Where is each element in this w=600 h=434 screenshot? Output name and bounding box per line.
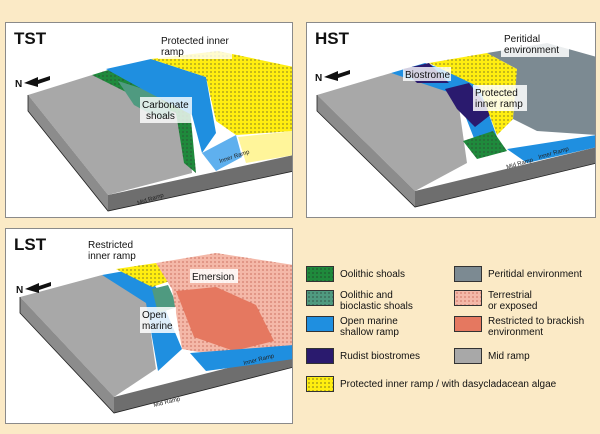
mid-ramp-zone [317,73,467,191]
legend-item-protected: Protected inner ramp / with dasycladacea… [306,376,556,392]
legend-swatch [454,290,482,306]
legend-label: Restricted to brackish environment [488,316,585,338]
legend-item-peritidal: Peritidal environment [454,266,582,282]
legend-item-open-marine: Open marine shallow ramp [306,316,399,338]
legend-item-terrestrial: Terrestrial or exposed [454,290,537,312]
legend-item-oolithic: Oolithic shoals [306,266,405,282]
panel-title: LST [14,235,47,254]
legend-swatch [306,266,334,282]
bioclastic-shoals-zone [152,285,178,313]
legend-label: Protected inner ramp / with dasycladacea… [340,379,557,390]
legend-swatch [454,266,482,282]
block-left-face [28,95,108,211]
open-marine-zone [106,59,216,153]
legend-swatch [454,316,482,332]
legend-label: Rudist biostromes [340,351,421,362]
legend-label: Oolithic and bioclastic shoals [340,290,413,312]
label-biostrome: Biostrome [405,70,450,81]
legend-swatch [306,316,334,332]
mid-ramp-zone [20,275,156,397]
north-label: N [315,73,322,84]
legend-item-brackish: Restricted to brackish environment [454,316,584,338]
north-arrow-icon [324,70,350,81]
legend-label: Oolithic shoals [340,269,406,280]
open-marine-zone [102,269,182,371]
legend-item-rudist: Rudist biostromes [306,348,420,364]
panel-title: TST [14,29,47,48]
block-left-face [20,297,114,413]
legend: Oolithic shoals Peritidal environment Oo… [296,258,596,408]
legend-item-mid-ramp: Mid ramp [454,348,530,364]
north-label: N [15,79,22,90]
north-arrow-icon [24,76,50,87]
north-arrow-icon [25,282,51,293]
peritidal-zone [487,43,595,135]
legend-swatch [306,376,334,392]
panel-title: HST [315,29,349,48]
block-left-face [317,95,415,207]
legend-label: Mid ramp [488,351,530,362]
legend-label: Peritidal environment [488,269,582,280]
legend-swatch [306,290,334,306]
legend-label: Terrestrial or exposed [488,290,538,312]
legend-swatch [454,348,482,364]
brackish-zone [176,287,274,351]
legend-label: Open marine shallow ramp [340,316,399,338]
legend-item-bioclastic: Oolithic and bioclastic shoals [306,290,413,312]
label-emersion: Emersion [192,272,234,283]
north-label: N [16,285,23,296]
legend-swatch [306,348,334,364]
